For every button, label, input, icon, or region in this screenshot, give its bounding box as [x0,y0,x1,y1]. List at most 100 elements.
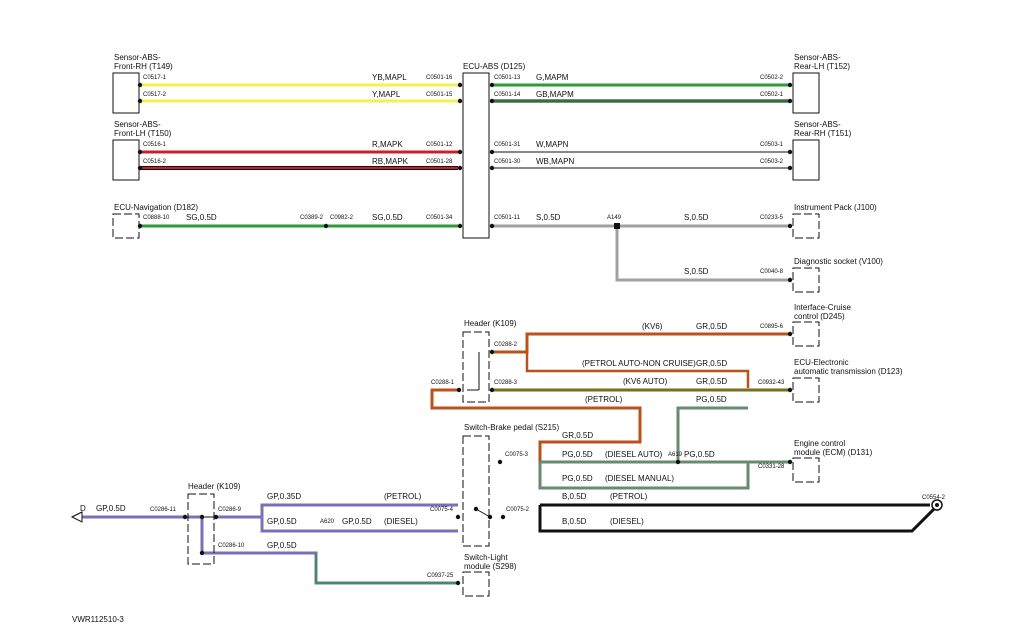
pin-c0075-2: C0075-2 [506,507,530,513]
ecu-electronic-box [792,377,820,403]
pin-c0888-10: C0888-10 [143,215,170,221]
wire-gr-kv6 [492,332,790,354]
wire-label-rb-mapk: RB,MAPK [372,157,409,166]
diagnostic-socket-name: Diagnostic socket (V100) [794,257,883,266]
header-k109-top-box [462,331,490,403]
switch-light-name2: module (S298) [464,562,517,571]
note-petrol-auto-non-cruise: (PETROL AUTO-NON CRUISE) [582,359,696,368]
wire-label-pg-c: PG,0.5D [684,450,715,459]
switch-brake-name: Switch-Brake pedal (S215) [464,423,559,432]
note-petrol-c: (PETROL) [384,492,422,501]
ecm-box [792,457,820,483]
pin-c0516-1: C0516-1 [143,142,167,148]
wire-label-b-b: B,0.5D [562,517,587,526]
pin-c0895-6: C0895-6 [760,324,784,330]
pin-c0503-1: C0503-1 [760,142,784,148]
wire-gp-light-green [315,553,458,584]
wire-label-pg-a: PG,0.5D [696,395,727,404]
wire-label-y-mapl: Y,MAPL [372,90,401,99]
d-arrow-icon [70,511,83,523]
instrument-pack-name: Instrument Pack (J100) [794,203,877,212]
pin-c0288-3: C0288-3 [494,380,518,386]
pin-a149: A149 [607,215,622,221]
ecu-navigation-box [112,213,140,239]
ecu-abs-box [462,72,490,239]
pin-c0288-1: C0288-1 [431,380,455,386]
wire-label-s-c: S,0.5D [684,267,709,276]
abs-rear-lh-name2: Rear-LH (T152) [794,62,850,71]
pin-c0501-30: C0501-30 [494,159,521,165]
header-k109-bottom-box [187,493,215,565]
note-petrol-a: (PETROL) [585,395,623,404]
pin-c0502-2: C0502-2 [760,75,784,81]
interface-cruise-name2: control (D245) [794,312,845,321]
pin-c0517-1: C0517-1 [143,75,167,81]
ecu-electronic-name2: automatic transmission (D123) [794,367,903,376]
pin-c0502-1: C0502-1 [760,92,784,98]
abs-front-rh-name1: Sensor-ABS- [114,53,161,62]
wire-gr-petrol [430,388,642,462]
pin-c0331-28: C0331-28 [758,464,785,470]
switch-light-name1: Switch-Light [464,553,508,562]
interface-cruise-name1: Interface-Cruise [794,303,851,312]
ecm-name2: module (ECM) (D131) [794,448,873,457]
wire-label-r-mapk: R,MAPK [372,140,403,149]
abs-front-lh-box [112,139,140,181]
pin-c0501-14: C0501-14 [494,92,521,98]
wire-label-gb-mapm: GB,MAPM [536,90,574,99]
note-diesel-b: (DIESEL) [610,517,644,526]
wire-gr-petrol-auto [525,352,750,388]
switch-brake-box [462,435,490,547]
wire-label-gr-d: GR,0.5D [562,431,593,440]
instrument-pack-box [792,213,820,239]
pin-c0286-10: C0286-10 [218,543,245,549]
pin-c0982-2: C0982-2 [330,215,354,221]
wire-label-gr-c: GR,0.5D [696,377,727,386]
wire-label-wb-mapn: WB,MAPN [536,157,574,166]
pin-c0516-2: C0516-2 [143,159,167,165]
ground-icon-inner [935,503,939,507]
pin-c0501-15: C0501-15 [426,92,453,98]
interface-cruise-box [792,321,820,347]
wire-label-s-b: S,0.5D [684,213,709,222]
wire-label-pg-d: PG,0.5D [562,474,593,483]
abs-rear-rh-name2: Rear-RH (T151) [794,129,852,138]
pin-c0075-4: C0075-4 [430,507,454,513]
wire-gp-petrol [216,503,458,519]
pin-c0932-43: C0932-43 [758,380,785,386]
ecu-navigation-name: ECU-Navigation (D182) [114,203,198,212]
pin-c0233-5: C0233-5 [760,215,784,221]
wire-label-b-a: B,0.5D [562,492,587,501]
wire-s-diagnostic [615,226,790,282]
wire-label-gp-a: GP,0.5D [96,504,126,513]
pin-c0389-2: C0389-2 [300,215,324,221]
wire-label-gp-d: GP,0.5D [267,541,297,550]
abs-rear-rh-box [792,139,820,181]
ecm-name1: Engine control [794,439,845,448]
pin-c0501-28: C0501-28 [426,159,453,165]
ecu-electronic-name1: ECU-Electronic [794,358,849,367]
wire-pg-trans [676,406,748,462]
wire-label-g-mapm: G,MAPM [536,73,569,82]
diagram-id: VWR112510-3 [72,615,124,624]
wire-pg-diesel-manual [538,462,750,490]
diagnostic-socket-box [792,267,820,293]
wire-label-gr-a: GR,0.5D [696,322,727,331]
pin-c0286-11: C0286-11 [150,507,177,513]
switch-light-box [462,571,490,597]
note-diesel-manual: (DIESEL MANUAL) [605,474,674,483]
wire-label-gp-c: GP,0.5D [342,517,372,526]
pin-c0501-31: C0501-31 [494,142,521,148]
abs-front-rh-name2: Front-RH (T149) [114,62,173,71]
pin-c0075-3: C0075-3 [505,452,529,458]
pin-c0288-2: C0288-2 [494,342,518,348]
wire-gp-diesel [260,517,458,533]
wire-b-diesel [538,503,940,533]
pin-c0503-2: C0503-2 [760,159,784,165]
wire-label-w-mapn: W,MAPN [536,140,569,149]
pin-a619: A619 [668,452,683,458]
pin-c0501-11: C0501-11 [494,215,521,221]
abs-front-lh-name1: Sensor-ABS- [114,120,161,129]
